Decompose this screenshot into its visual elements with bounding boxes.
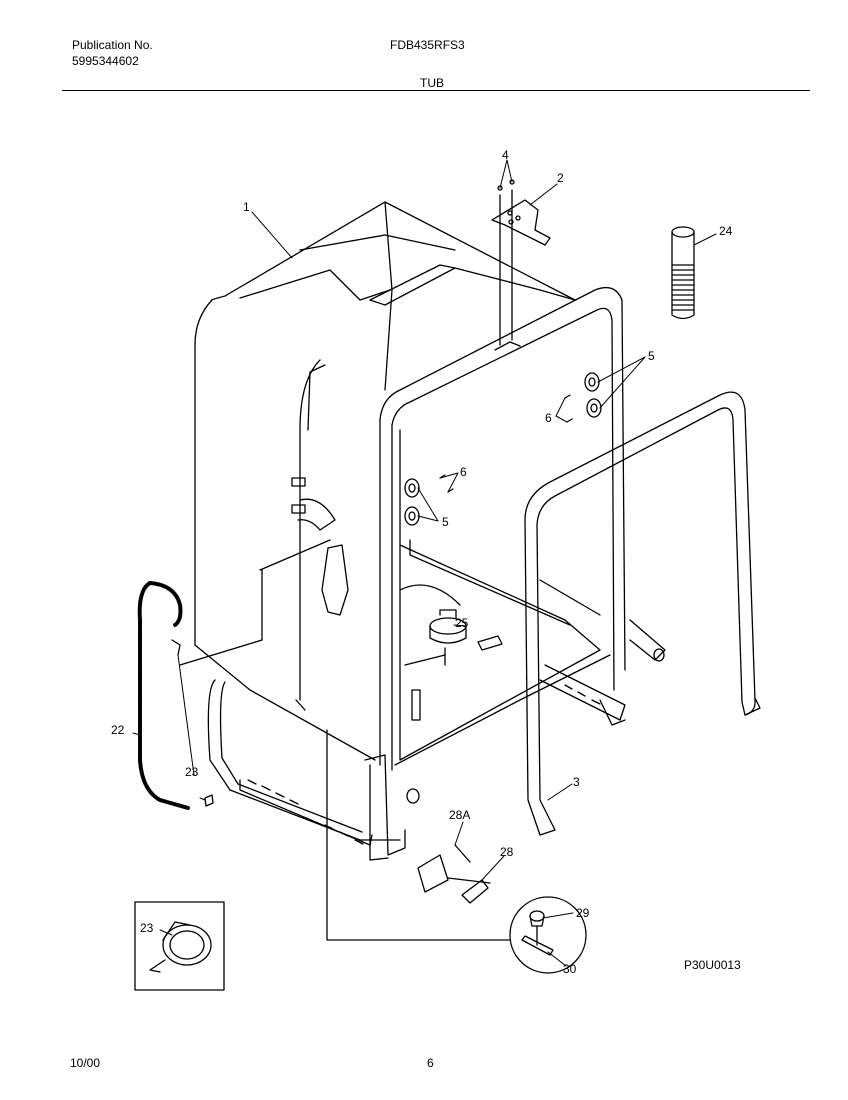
door-gasket (524, 391, 761, 836)
callout-22: 22 (111, 723, 125, 737)
footer-date: 10/00 (70, 1056, 101, 1070)
callout-3: 3 (573, 775, 580, 789)
callout-28: 28 (500, 845, 514, 859)
clamp-inset-box (134, 901, 225, 991)
page-number: 6 (427, 1056, 434, 1070)
tub-front-frame (379, 286, 626, 771)
callout-25: 25 (455, 616, 469, 630)
callout-30: 30 (563, 962, 577, 976)
washers (404, 372, 665, 804)
callout-5-lower: 5 (442, 515, 449, 529)
callout-6-upper: 6 (545, 411, 552, 425)
publication-label: Publication No. (72, 38, 153, 52)
callout-5-upper: 5 (648, 349, 655, 363)
hinge-bracket (491, 179, 551, 351)
callout-2: 2 (557, 171, 564, 185)
tub-body (179, 201, 576, 761)
drain-hose (671, 226, 695, 320)
inset-connector-line (326, 729, 511, 941)
callout-6-lower: 6 (460, 465, 467, 479)
leader-lines (132, 159, 717, 967)
section-title: TUB (420, 76, 444, 90)
float-assembly (399, 584, 503, 721)
callout-23: 23 (185, 765, 199, 779)
callout-29: 29 (576, 906, 590, 920)
callout-4: 4 (502, 148, 509, 162)
header-rule (62, 90, 810, 91)
vent-hose (137, 581, 190, 810)
callout-24: 24 (719, 224, 733, 238)
publication-number: 5995344602 (72, 54, 139, 68)
figure-code: P30U0013 (684, 958, 741, 972)
callout-28a: 28A (449, 808, 470, 822)
base-rails (207, 619, 666, 861)
callout-1: 1 (243, 200, 250, 214)
door-switch (417, 844, 491, 904)
model-number: FDB435RFS3 (390, 38, 465, 52)
detail-inset-circle (509, 896, 587, 974)
callout-23-inset: 23 (140, 921, 154, 935)
